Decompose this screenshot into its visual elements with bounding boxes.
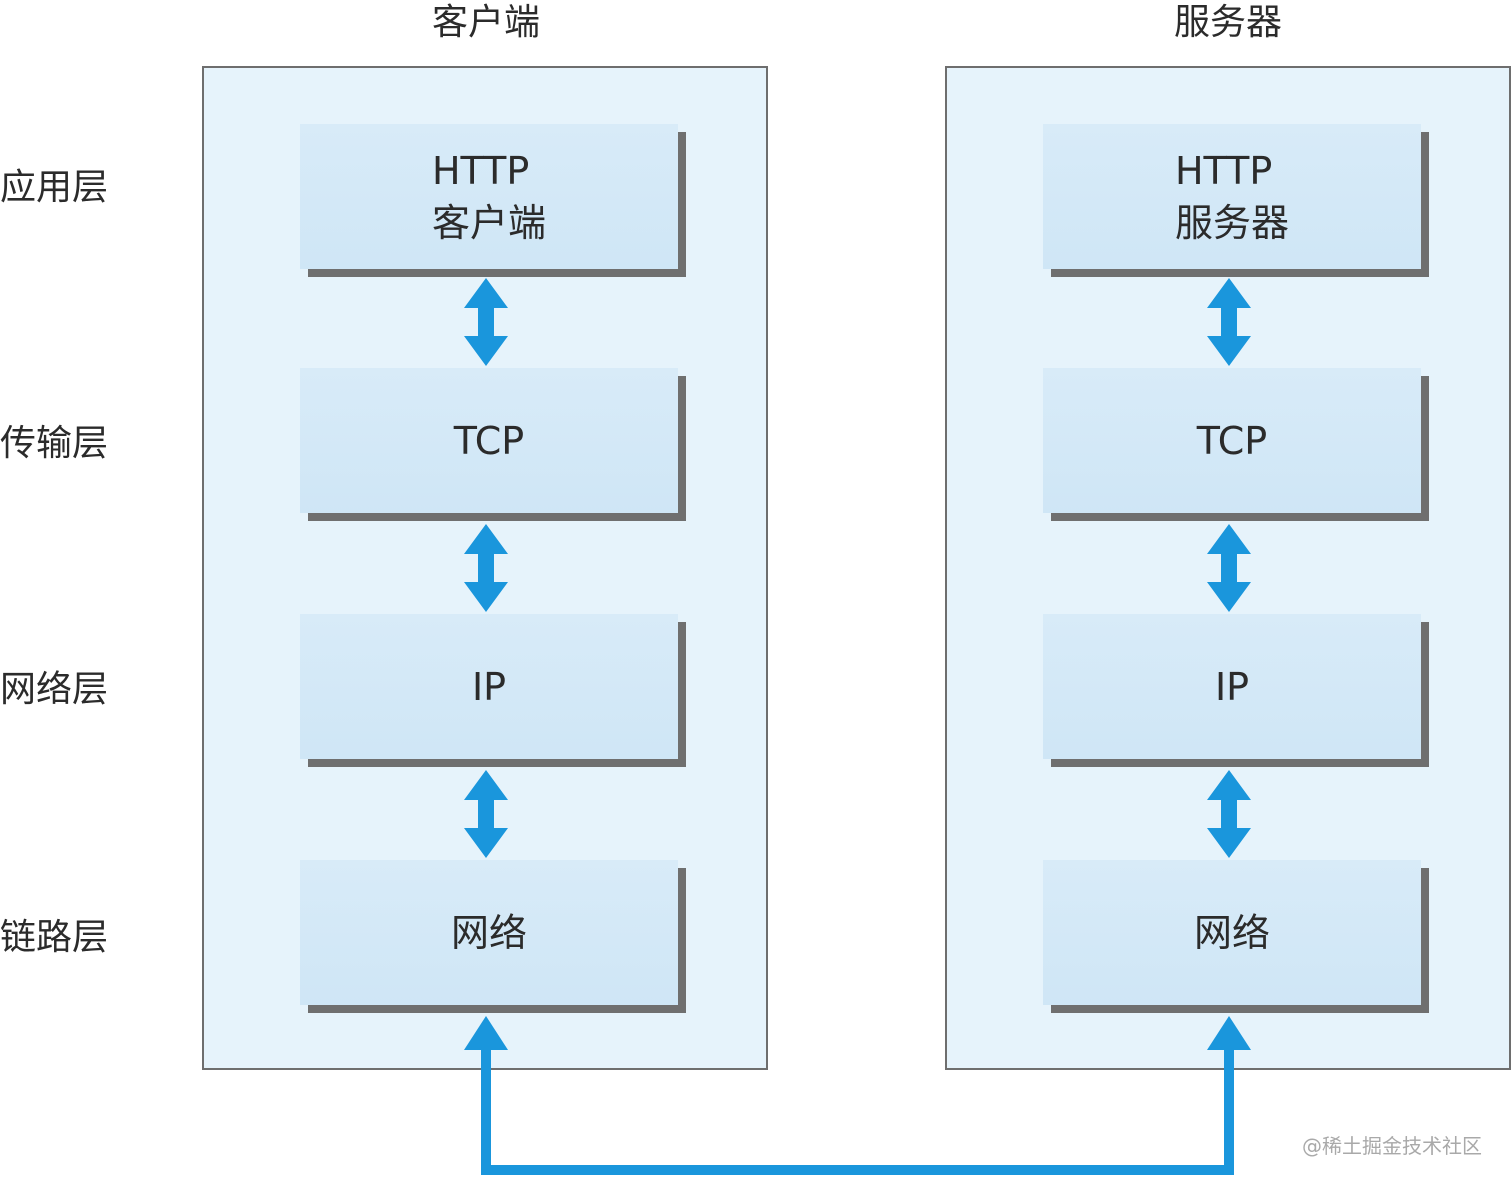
server-ip-label: IP <box>1214 664 1250 709</box>
server-http-label-line-2: 服务器 <box>1174 200 1289 245</box>
server-arrow-tcp-ip <box>1207 524 1251 612</box>
client-network-box: 网络 <box>300 860 678 1005</box>
layer-label-link: 链路层 <box>0 917 109 958</box>
client-title: 客户端 <box>431 2 540 43</box>
client-ip-label: IP <box>471 664 507 709</box>
client-arrow-ip-network <box>464 770 508 858</box>
server-http-label: HTTP 服务器 <box>1175 145 1289 249</box>
layer-label-application: 应用层 <box>0 167 109 208</box>
client-tcp-label: TCP <box>453 418 525 463</box>
client-http-box: HTTP 客户端 <box>300 124 678 269</box>
client-http-label: HTTP 客户端 <box>432 145 546 249</box>
server-ip-box: IP <box>1043 614 1421 759</box>
watermark: @稀土掘金技术社区 <box>1302 1134 1482 1158</box>
server-title: 服务器 <box>1173 2 1282 43</box>
client-network-label: 网络 <box>450 910 527 955</box>
client-arrow-http-tcp <box>464 278 508 366</box>
client-http-label-line-1: HTTP <box>431 148 530 193</box>
server-tcp-box: TCP <box>1043 368 1421 513</box>
client-arrow-tcp-ip <box>464 524 508 612</box>
layer-label-network: 网络层 <box>0 669 109 710</box>
client-link-arrowhead <box>464 1016 508 1050</box>
server-arrow-http-tcp <box>1207 278 1251 366</box>
client-http-label-line-2: 客户端 <box>431 200 546 245</box>
server-link-arrowhead <box>1207 1016 1251 1050</box>
server-network-label: 网络 <box>1193 910 1270 955</box>
client-ip-box: IP <box>300 614 678 759</box>
server-http-box: HTTP 服务器 <box>1043 124 1421 269</box>
server-network-box: 网络 <box>1043 860 1421 1005</box>
physical-link <box>464 1016 1251 1175</box>
server-arrow-ip-network <box>1207 770 1251 858</box>
server-tcp-label: TCP <box>1196 418 1268 463</box>
server-http-label-line-1: HTTP <box>1174 148 1273 193</box>
layer-label-transport: 传输层 <box>0 423 109 464</box>
client-tcp-box: TCP <box>300 368 678 513</box>
